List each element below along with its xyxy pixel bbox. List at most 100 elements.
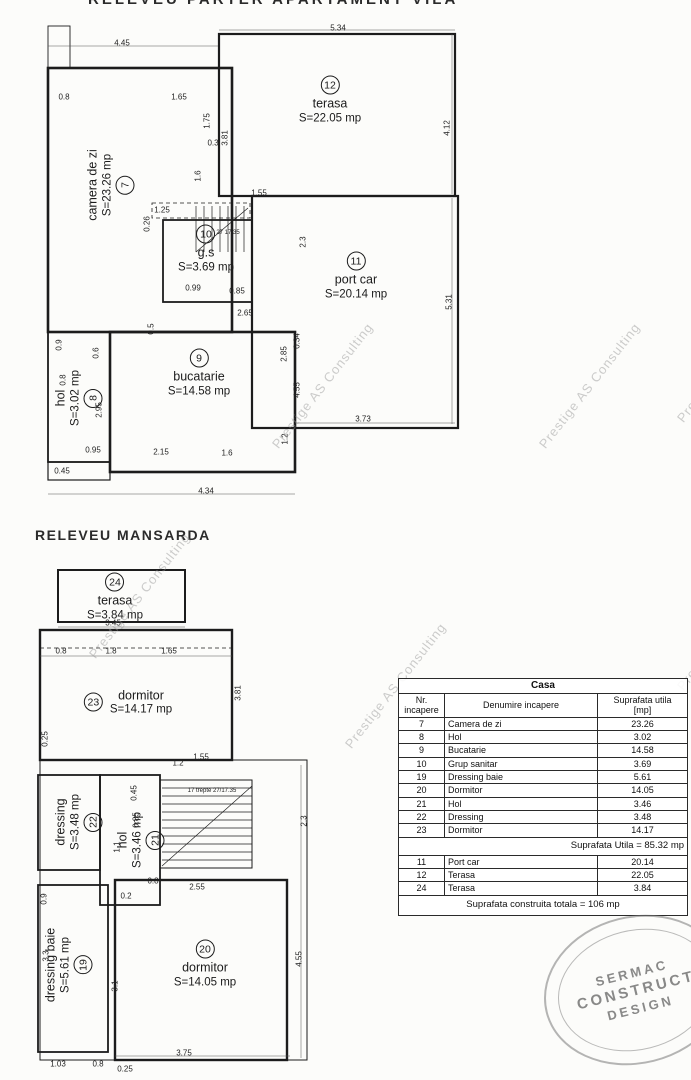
cell-suprafata: 14.58 [596,743,689,758]
col-header-nr: Nr. incapere [398,693,445,718]
room-number-badge: 20 [195,939,215,959]
room-name: bucatarie [173,369,225,384]
dimension-label: 2.55 [189,882,205,892]
dimension-label: 3.45 [105,618,121,628]
room-number-badge: 9 [189,348,209,368]
dimension-label: 1.6 [221,448,233,458]
cell-denumire: Port car [444,854,598,870]
cell-suprafata: 3.02 [596,730,689,745]
cell-nr: 23 [398,823,445,838]
table-title: Casa [397,678,689,694]
dimension-label: 0.2 [120,891,132,901]
cell-suprafata: 3.84 [596,881,689,896]
room-number-badge: 7 [115,175,135,195]
cell-nr: 10 [398,756,445,772]
col-header-denumire: Denumire incapere [444,693,598,718]
dimension-label: 3.81 [220,130,230,146]
cell-nr: 22 [398,810,445,825]
dimension-label: 1.75 [202,113,212,129]
room-area: S=14.05 mp [173,976,237,989]
dimension-label: 3.73 [355,414,371,424]
dimension-label: 0.25 [117,1064,133,1074]
cell-suprafata: 5.61 [596,770,689,785]
dimension-label: 1.65 [161,646,177,656]
dimension-label: 5.34 [330,23,346,33]
cell-suprafata: 23.26 [596,716,689,732]
dimension-label: 3.75 [176,1048,192,1058]
dimension-label: 4.34 [198,486,214,496]
cell-denumire: Hol [444,796,598,812]
room-number-badge: 22 [83,812,103,832]
cell-suprafata: 3.69 [596,756,689,772]
dimension-label: 2.3 [298,236,308,248]
cell-denumire: Dormitor [444,783,598,798]
cell-denumire: Dormitor [444,823,598,838]
dimension-label: 3.81 [233,685,243,701]
dimension-label: 2.3 [299,815,309,827]
room-number-badge: 19 [73,955,93,975]
room-name: port car [334,272,378,287]
dimension-label: 0.3 [207,138,219,148]
table-header-row: Nr. incapere Denumire incapere Suprafata… [398,693,689,718]
dimension-label: 27 17 35 [216,230,240,236]
room-name: dressing baie [43,927,58,1003]
dimension-label: 1.03 [50,1059,66,1069]
dimension-label: 0.34 [292,333,302,349]
room-area: S=14.17 mp [109,703,173,716]
cell-denumire: Terasa [444,881,598,896]
dimension-label: 4.12 [442,120,452,136]
dimension-label: 0.8 [55,646,67,656]
room-area: S=3.69 mp [178,261,234,274]
dimension-label: 1.1 [112,841,122,853]
cell-nr: 12 [398,868,445,883]
room-name: dormitor [182,960,228,975]
col-header-nr-line2: incapere [404,705,439,716]
dimension-label: 4.55 [294,951,304,967]
col-header-suprafata-line2: [mp] [633,705,652,716]
cell-nr: 9 [398,743,445,758]
dimension-label: 5.31 [444,294,454,310]
cell-denumire: Camera de zi [444,716,598,732]
cell-nr: 8 [398,730,445,745]
dimension-label: 1.55 [193,752,209,762]
cell-nr: 24 [398,881,445,896]
room-name: dormitor [118,688,164,703]
cell-suprafata: 3.46 [596,796,689,812]
room-name: dressing [53,798,68,846]
total-built-area-row: Suprafata construita totala = 106 mp [397,894,689,916]
dimension-label: 0.6 [91,347,101,359]
dimension-label: 2.95 [94,402,104,418]
cell-suprafata: 20.14 [596,854,689,870]
dimension-label: 0.5 [146,323,156,335]
col-header-suprafata: Suprafata utila [mp] [596,693,689,718]
dimension-label: 2.65 [237,308,253,318]
cell-suprafata: 14.05 [596,783,689,798]
cell-suprafata: 14.17 [596,823,689,838]
room-number-badge: 11 [346,251,366,271]
cell-nr: 7 [398,716,445,732]
room-number-badge: 21 [145,830,165,850]
cell-nr: 20 [398,783,445,798]
dimension-label: 0.85 [229,286,245,296]
room-area: S=22.05 mp [298,112,362,125]
dimension-label: 17 trepte 27/17.35 [187,788,237,794]
room-name: hol [53,389,68,407]
dimension-label: 4.55 [292,382,302,398]
subtotal-useful-area-row: Suprafata Utila = 85.32 mp [397,836,689,856]
room-area: S=5.61 mp [59,937,72,993]
cell-denumire: Terasa [444,868,598,883]
cell-denumire: Grup sanitar [444,756,598,772]
